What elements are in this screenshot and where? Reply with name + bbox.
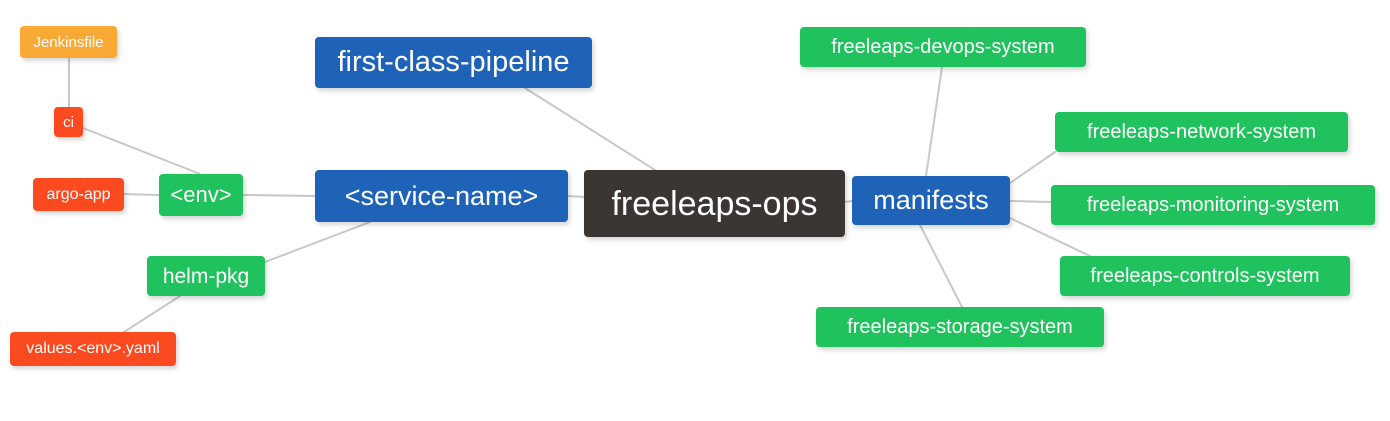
mindmap-node-label: <service-name> xyxy=(344,180,539,211)
mindmap-node-label: freeleaps-monitoring-system xyxy=(1086,194,1340,216)
edge-manifests-network xyxy=(1009,151,1056,184)
edge-manifests-storage xyxy=(919,224,963,308)
edge-manifests-devops xyxy=(925,66,943,177)
mindmap-node-values-env-yaml[interactable]: values.<env>.yaml xyxy=(10,332,176,366)
mindmap-node-freeleaps-network-system[interactable]: freeleaps-network-system xyxy=(1055,112,1348,152)
mindmap-node-label: freeleaps-network-system xyxy=(1087,121,1316,143)
mindmap-node-freeleaps-controls-system[interactable]: freeleaps-controls-system xyxy=(1060,256,1350,296)
mindmap-node-freeleaps-storage-system[interactable]: freeleaps-storage-system xyxy=(816,307,1104,347)
mindmap-node-manifests[interactable]: manifests xyxy=(852,176,1010,225)
edge-freeleapsops-manifests xyxy=(844,200,853,203)
mindmap-node-label: freeleaps-storage-system xyxy=(847,316,1073,338)
mindmap-node-freeleaps-devops-system[interactable]: freeleaps-devops-system xyxy=(800,27,1086,67)
mindmap-node-freeleaps-ops[interactable]: freeleaps-ops xyxy=(584,170,845,237)
mindmap-node-label: freeleaps-ops xyxy=(611,184,818,223)
mindmap-node-label: ci xyxy=(63,113,74,131)
mindmap-node-label: freeleaps-controls-system xyxy=(1090,265,1320,287)
mindmap-node-label: values.<env>.yaml xyxy=(26,340,160,357)
edge-ci-env xyxy=(82,127,201,175)
mindmap-node-first-class-pipeline[interactable]: first-class-pipeline xyxy=(315,37,592,88)
edge-env-servicename xyxy=(242,194,316,197)
mindmap-node-jenkinsfile[interactable]: Jenkinsfile xyxy=(20,26,117,58)
mindmap-node-argo-app[interactable]: argo-app xyxy=(33,178,124,211)
edge-argoapp-env xyxy=(123,193,160,196)
mindmap-node-label: Jenkinsfile xyxy=(33,33,104,51)
mindmap-node-label: first-class-pipeline xyxy=(337,46,570,78)
mindmap-node-label: manifests xyxy=(873,185,989,215)
mindmap-node-label: argo-app xyxy=(46,185,111,203)
mindmap-node-service-name[interactable]: <service-name> xyxy=(315,170,568,222)
mindmap-node-ci[interactable]: ci xyxy=(54,107,83,137)
mindmap-node-label: helm-pkg xyxy=(162,264,250,288)
mindmap-node-label: freeleaps-devops-system xyxy=(831,36,1055,58)
mindmap-node-freeleaps-monitoring-system[interactable]: freeleaps-monitoring-system xyxy=(1051,185,1375,225)
edge-firstclasspipeline-freeleapsops xyxy=(524,87,656,171)
edge-valuesyaml-helmpkg xyxy=(123,295,181,333)
edge-helmpkg-servicename xyxy=(264,221,371,263)
mindmap-node-env[interactable]: <env> xyxy=(159,174,243,216)
mindmap-node-helm-pkg[interactable]: helm-pkg xyxy=(147,256,265,296)
edge-servicename-freeleapsops xyxy=(567,195,585,198)
edge-manifests-monitoring xyxy=(1009,200,1052,203)
mindmap-node-label: <env> xyxy=(170,182,232,207)
